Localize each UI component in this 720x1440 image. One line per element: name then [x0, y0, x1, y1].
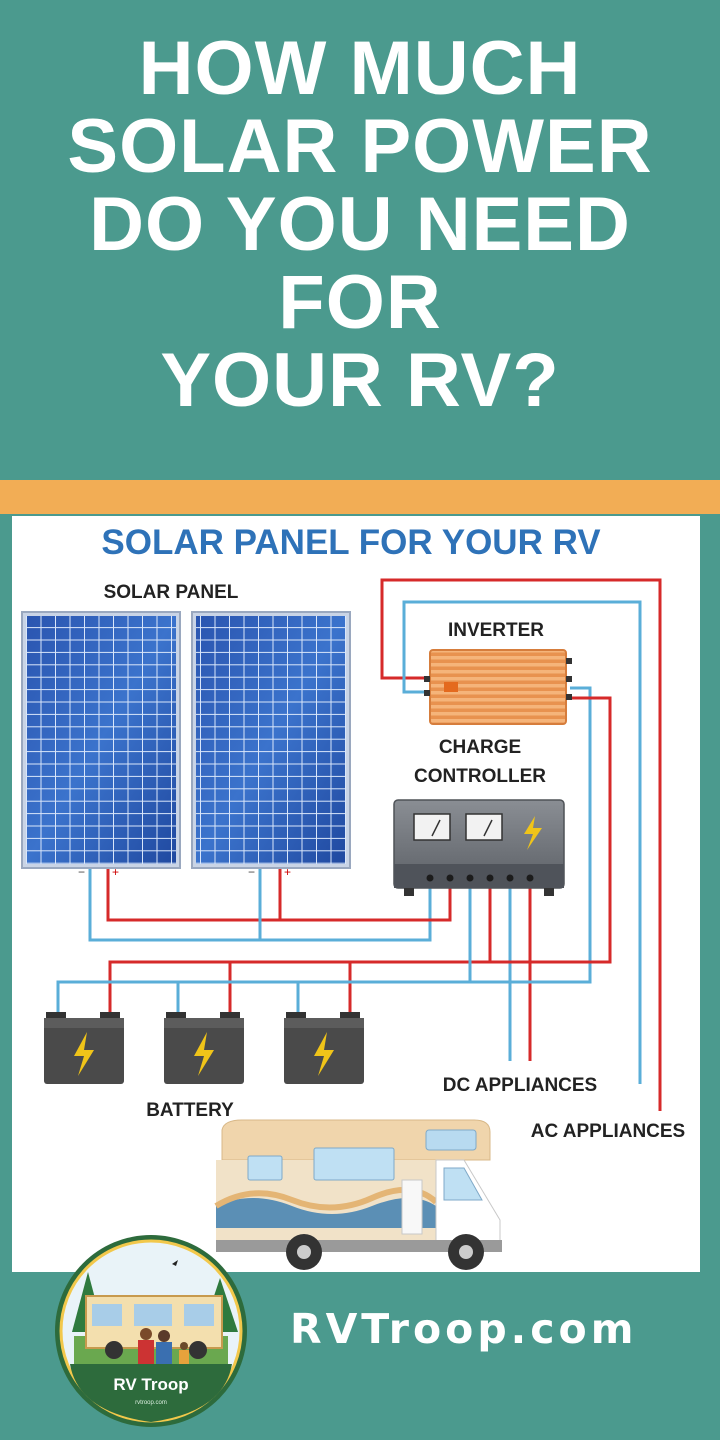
panel2-plus: + — [284, 865, 291, 879]
charge-controller-label-2: CONTROLLER — [414, 766, 546, 787]
charge-bolt-icon — [524, 816, 542, 850]
headline: HOW MUCH SOLAR POWER DO YOU NEED FOR YOU… — [0, 30, 720, 420]
solar-wiring-diagram: SOLAR PANEL FOR YOUR RV — [12, 516, 700, 1272]
wire-inverter-dc-positive — [490, 696, 612, 964]
rv-troop-logo: RV Troop rvtroop.com — [55, 1235, 247, 1427]
headline-line-3: DO YOU NEED — [89, 182, 631, 267]
inverter — [424, 649, 572, 725]
dc-appliances-label: DC APPLIANCES — [443, 1075, 597, 1096]
ac-appliances-label: AC APPLIANCES — [531, 1121, 685, 1142]
charge-controller — [393, 799, 565, 896]
battery-bolt-icon — [74, 1032, 94, 1076]
battery-3 — [284, 1012, 364, 1084]
headline-line-2: SOLAR POWER — [67, 104, 653, 189]
wire-inverter-dc-negative — [470, 686, 592, 984]
gauge-1 — [413, 813, 451, 841]
battery-label: BATTERY — [146, 1100, 234, 1121]
bird-icon — [172, 1260, 178, 1266]
panel1-minus: − — [78, 865, 85, 879]
logo-text: RV Troop — [113, 1375, 188, 1394]
battery-bolt-icon — [194, 1032, 214, 1076]
person-icon — [158, 1330, 170, 1342]
site-url: RVTroop.com — [290, 1305, 638, 1353]
battery-1 — [44, 1012, 124, 1084]
battery-2 — [164, 1012, 244, 1084]
headline-line-4: FOR — [278, 260, 442, 345]
headline-line-5: YOUR RV? — [160, 338, 560, 423]
logo-subtext: rvtroop.com — [135, 1400, 167, 1406]
wire-battery-negative-bus — [56, 884, 472, 1016]
solar-panel-label: SOLAR PANEL — [104, 582, 239, 603]
headline-line-1: HOW MUCH — [138, 26, 582, 111]
solar-panel-1: − + — [21, 611, 181, 879]
diagram-title: SOLAR PANEL FOR YOUR RV — [101, 523, 601, 562]
wire-battery-positive-bus — [108, 884, 492, 1016]
panel1-plus: + — [112, 865, 119, 879]
panel2-minus: − — [248, 865, 255, 879]
orange-divider — [0, 480, 720, 514]
inverter-label: INVERTER — [448, 620, 544, 641]
inverter-indicator — [444, 682, 458, 692]
wire-ac-line — [380, 578, 662, 1111]
gauge-2 — [465, 813, 503, 841]
person-icon — [140, 1328, 152, 1340]
battery-bolt-icon — [314, 1032, 334, 1076]
wire-ac-neutral — [402, 600, 642, 1084]
rv-illustration — [214, 1119, 502, 1270]
solar-panel-2: − + — [191, 611, 351, 879]
wiring — [56, 578, 662, 1111]
charge-controller-label-1: CHARGE — [439, 737, 521, 758]
person-icon — [180, 1342, 188, 1350]
